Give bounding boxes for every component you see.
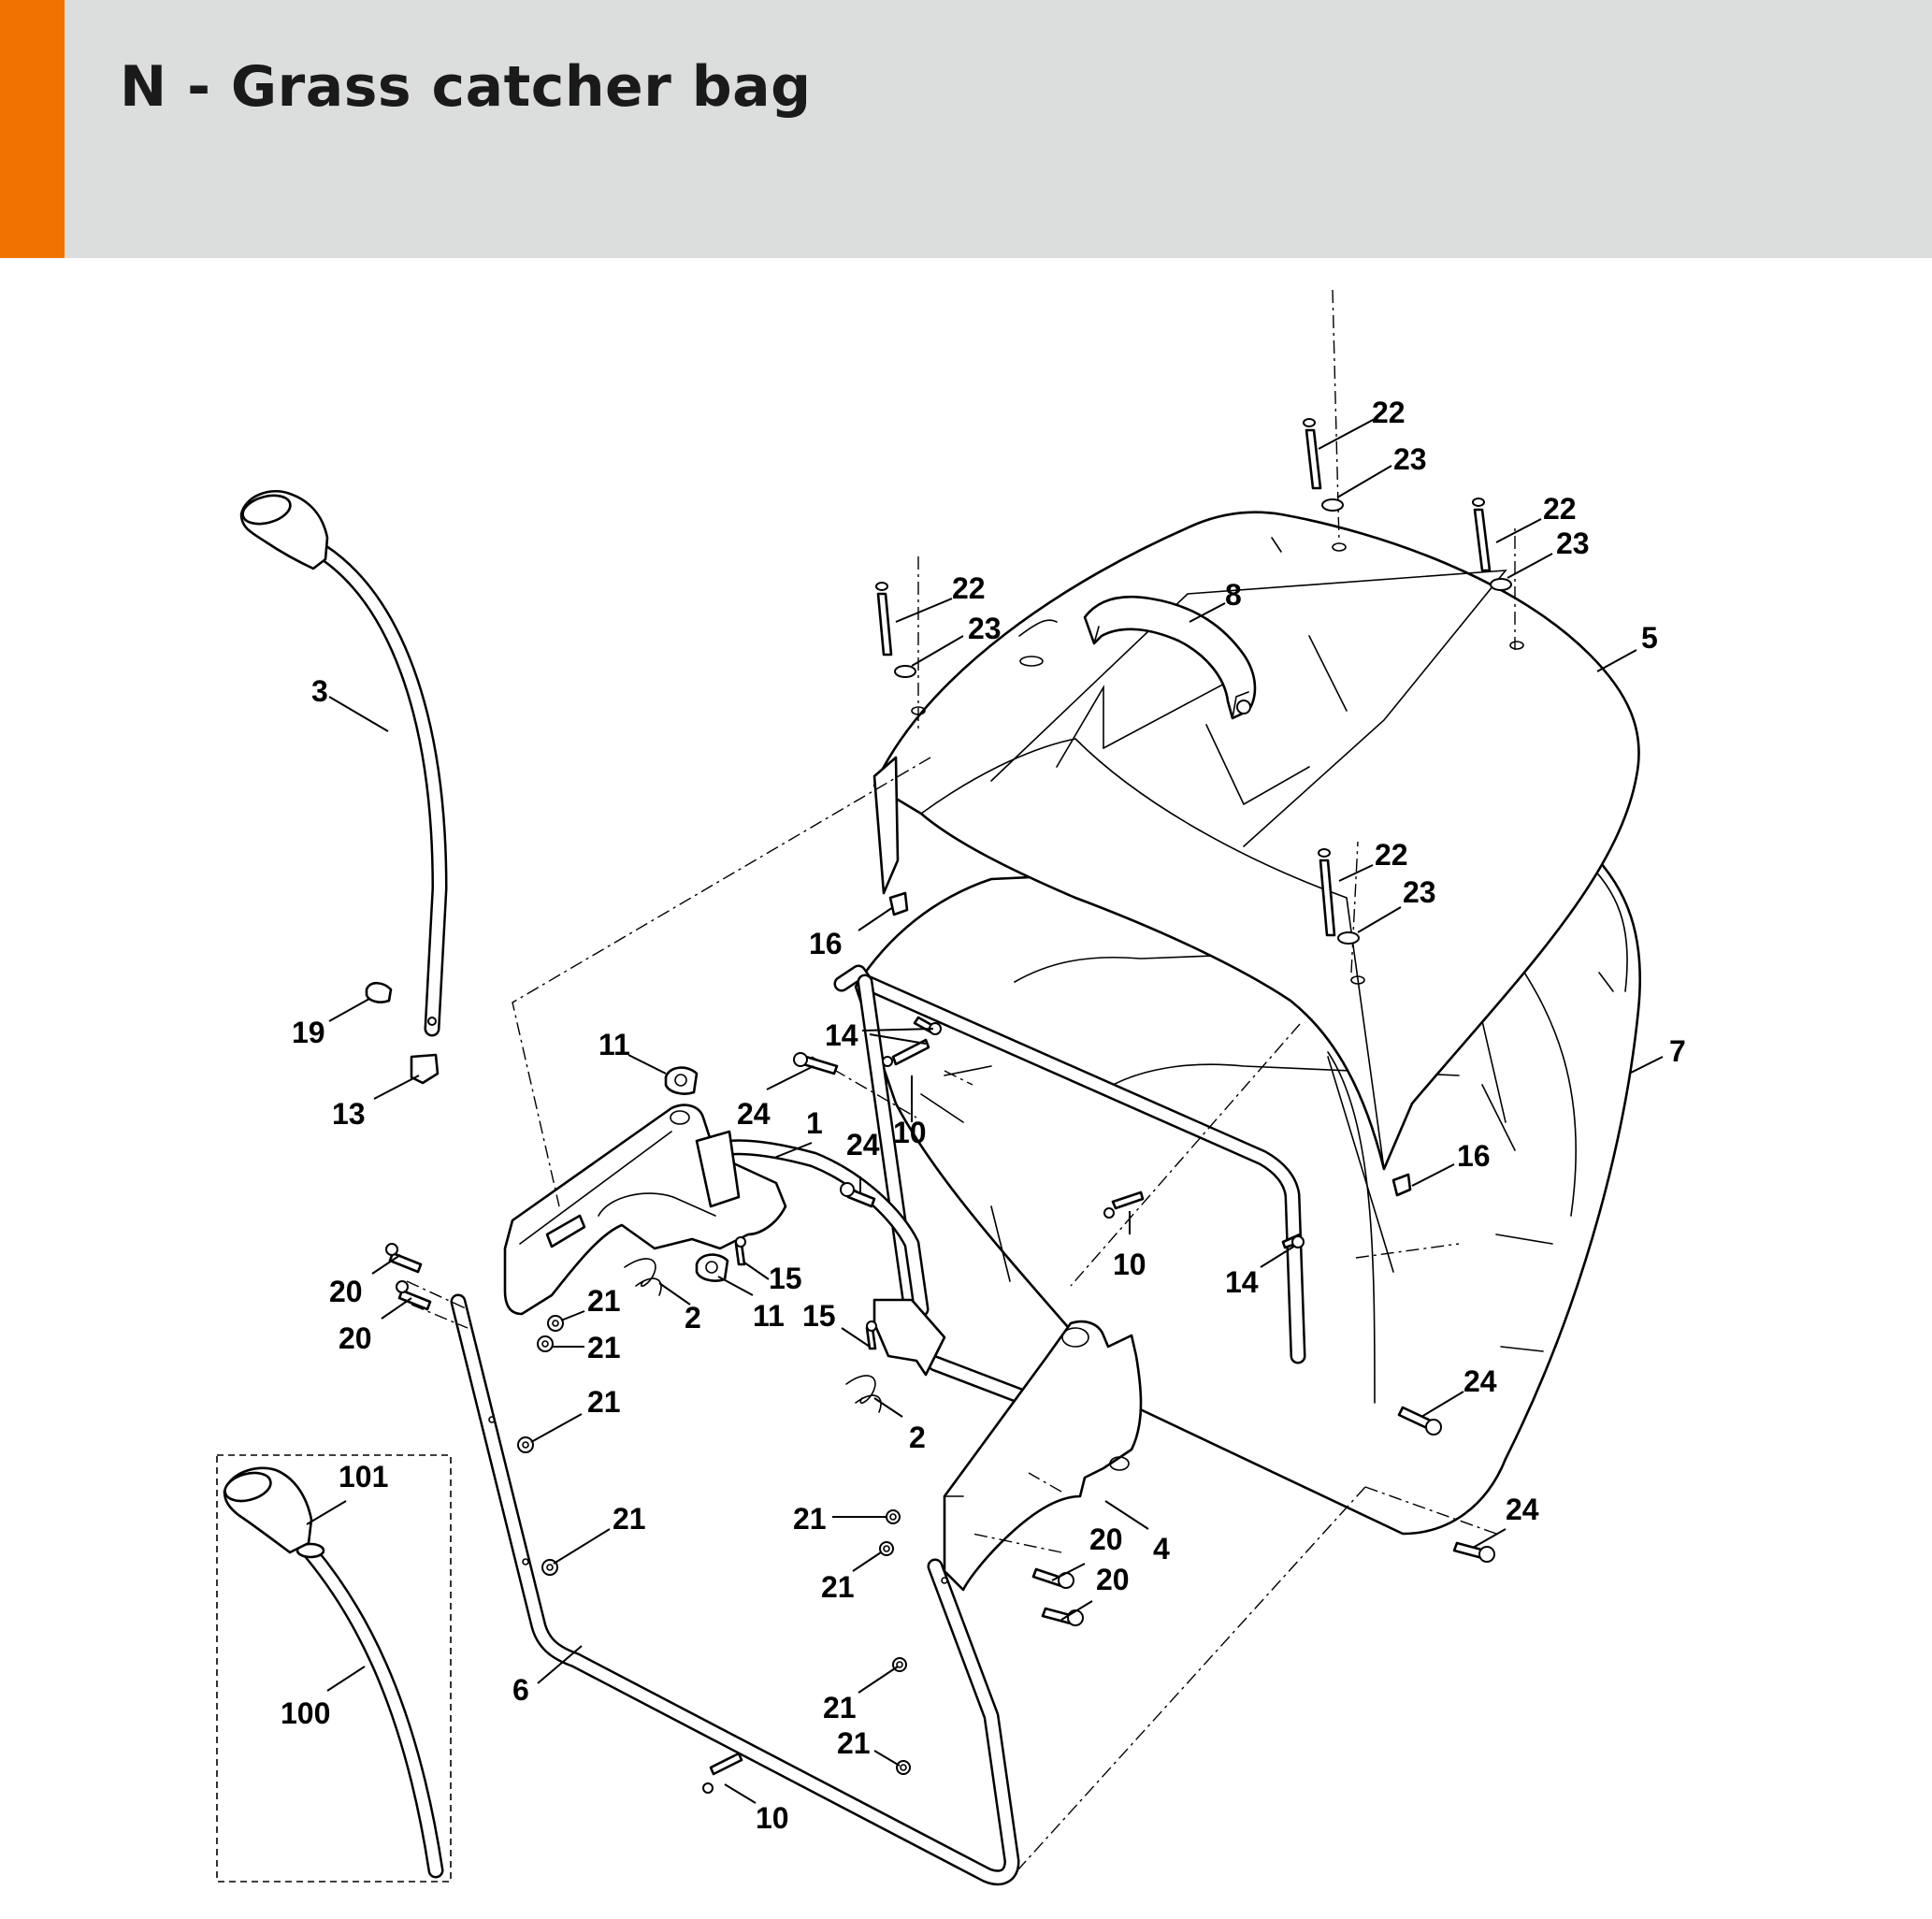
callout-42: 4 <box>1153 1532 1170 1566</box>
callout-3: 23 <box>1393 442 1427 476</box>
callout-32: 21 <box>587 1284 621 1318</box>
right-bracket-part <box>872 1298 1143 1592</box>
callout-34: 21 <box>587 1385 621 1419</box>
page-title: N - Grass catcher bag <box>120 54 812 120</box>
callout-39: 21 <box>821 1570 855 1604</box>
callout-43: 101 <box>339 1460 388 1493</box>
callout-6: 22 <box>952 571 986 605</box>
callout-30: 20 <box>329 1275 363 1308</box>
callout-19: 1 <box>806 1106 823 1140</box>
callout-21: 7 <box>1669 1034 1686 1068</box>
callout-12: 16 <box>809 927 843 960</box>
callout-7: 23 <box>968 612 1002 645</box>
handle-part <box>1083 595 1257 720</box>
callout-46: 21 <box>823 1691 857 1724</box>
callout-26: 2 <box>685 1301 701 1335</box>
callout-13: 19 <box>292 1016 325 1049</box>
callout-48: 10 <box>756 1801 789 1835</box>
callout-47: 21 <box>837 1726 871 1760</box>
lower-frame-part <box>450 1293 1020 1886</box>
callout-37: 24 <box>1506 1493 1539 1526</box>
callout-labels: 3 22 23 22 23 22 23 8 5 22 23 16 19 13 1… <box>281 396 1686 1835</box>
callout-20: 24 <box>846 1128 880 1162</box>
callout-9: 5 <box>1641 621 1658 655</box>
callout-11: 23 <box>1403 875 1436 909</box>
callout-10: 22 <box>1375 838 1408 872</box>
kit-box <box>216 1454 452 1883</box>
callout-2: 22 <box>1372 396 1406 429</box>
callout-23: 10 <box>1113 1248 1146 1281</box>
callout-17: 10 <box>893 1116 927 1149</box>
callout-36: 24 <box>1463 1364 1497 1398</box>
callout-15: 11 <box>598 1028 630 1061</box>
left-bracket <box>503 1104 787 1316</box>
frame-part <box>688 964 1306 1411</box>
callout-35: 21 <box>613 1502 646 1536</box>
callout-38: 21 <box>793 1502 827 1536</box>
callout-1: 3 <box>311 674 328 708</box>
callout-33: 21 <box>587 1331 621 1364</box>
callout-45: 6 <box>512 1673 529 1707</box>
callout-41: 20 <box>1096 1563 1130 1596</box>
header-banner: N - Grass catcher bag <box>0 0 1932 258</box>
callout-22: 16 <box>1457 1139 1491 1173</box>
callout-5: 23 <box>1556 527 1590 560</box>
callout-16: 14 <box>825 1018 858 1052</box>
callout-18: 24 <box>737 1097 771 1131</box>
callout-40: 20 <box>1089 1522 1123 1556</box>
callout-28: 15 <box>802 1299 836 1333</box>
callout-27: 11 <box>753 1299 785 1333</box>
callout-24: 14 <box>1225 1265 1259 1299</box>
callout-31: 20 <box>339 1321 372 1355</box>
alignment-lines <box>406 289 1516 1871</box>
handle-grip-part <box>239 489 448 1037</box>
callout-29: 2 <box>909 1421 926 1454</box>
callout-14: 13 <box>332 1097 366 1131</box>
callout-25: 15 <box>769 1262 802 1295</box>
callout-44: 100 <box>281 1696 330 1730</box>
accent-bar <box>0 0 65 258</box>
leader-lines <box>306 418 1664 1804</box>
callout-4: 22 <box>1543 492 1577 526</box>
callout-8: 8 <box>1225 578 1242 612</box>
